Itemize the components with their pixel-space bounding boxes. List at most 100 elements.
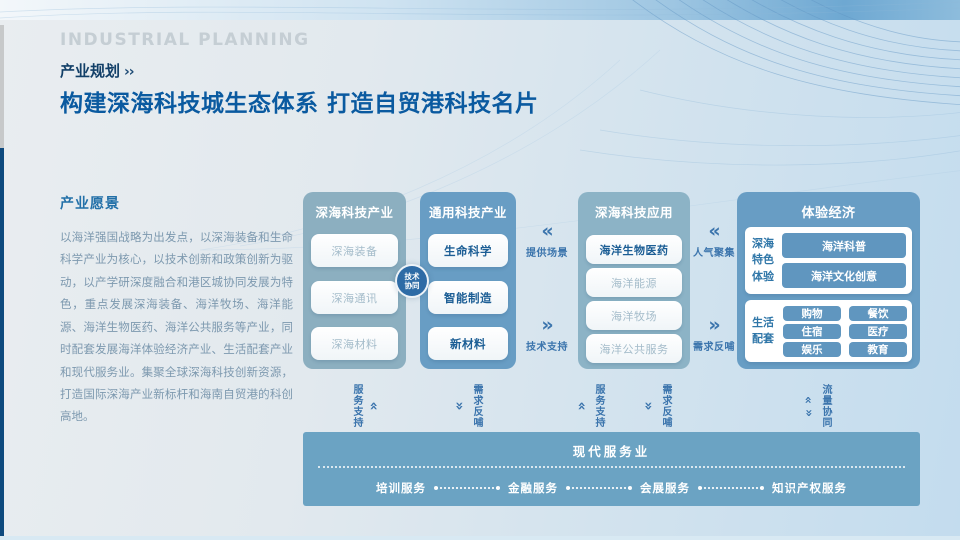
top-wave-band (0, 0, 960, 20)
item-box: 海洋生物医药 (586, 235, 682, 264)
chevron-down-icon: « (640, 401, 657, 411)
dotted-connector (698, 486, 764, 490)
item-box: 海洋能源 (586, 268, 682, 297)
item-box: 深海材料 (311, 327, 398, 360)
dotted-divider (318, 466, 905, 468)
vertical-arrow-label: 流量协同 (820, 384, 831, 428)
english-watermark: INDUSTRIAL PLANNING (60, 30, 310, 50)
column-experience-economy: 体验经济 深海特色体验 海洋科普 海洋文化创意 生活配套 购物 餐饮 住宿 医疗… (737, 192, 920, 369)
column-general-tech-industry: 通用科技产业 生命科学 智能制造 新材料 (420, 192, 516, 369)
vertical-arrow-label: 需求反哺 (471, 384, 482, 428)
item-box: 海洋公共服务 (586, 334, 682, 363)
item-box: 深海通讯 (311, 281, 398, 314)
pill-label: 餐饮 (867, 308, 889, 320)
vertical-arrow-service-support-1: 服务支持 « (349, 382, 382, 430)
service-item: 会展服务 (640, 481, 690, 495)
item-label: 海洋生物医药 (599, 243, 669, 257)
experience-pill: 娱乐 (783, 342, 841, 357)
section-arrows-icon: ›› (124, 64, 135, 80)
pill-label: 海洋科普 (822, 239, 866, 253)
vertical-arrow-label: 服务支持 (593, 384, 604, 428)
flow-arrow-popularity-gathering: « 人气聚集 (679, 220, 749, 260)
bottom-edge-strip (0, 536, 960, 540)
column-title: 深海科技产业 (315, 205, 394, 220)
chevron-left-icon: « (708, 220, 720, 242)
chevron-up-icon: « (573, 401, 590, 411)
group-label: 生活配套 (752, 315, 774, 346)
page-title: 构建深海科技城生态体系 打造自贸港科技名片 (60, 91, 539, 117)
vision-heading: 产业愿景 (60, 196, 120, 212)
column-title: 深海科技应用 (594, 205, 673, 220)
left-edge-gray-strip (0, 25, 4, 148)
item-label: 智能制造 (444, 290, 492, 305)
item-box: 生命科学 (428, 234, 508, 267)
flow-arrow-label: 需求反哺 (693, 342, 735, 353)
experience-group-deep-sea: 深海特色体验 海洋科普 海洋文化创意 (745, 227, 912, 294)
services-row: 培训服务 金融服务 会展服务 知识产权服务 (303, 476, 920, 500)
vertical-arrow-traffic-synergy: « « 流量协同 (801, 382, 833, 430)
chevron-right-icon: » (541, 314, 553, 336)
column-title: 体验经济 (801, 206, 856, 221)
pill-label: 医疗 (867, 326, 889, 338)
chevron-down-icon: « (451, 401, 468, 411)
section-label-text: 产业规划 (60, 62, 121, 80)
experience-pill: 教育 (849, 342, 907, 357)
flow-arrow-demand-feedback: » 需求反哺 (679, 314, 749, 354)
experience-pill: 住宿 (783, 324, 841, 339)
experience-pill: 餐饮 (849, 306, 907, 321)
service-item: 知识产权服务 (772, 481, 847, 495)
vertical-arrow-label: 服务支持 (351, 384, 362, 428)
service-item: 培训服务 (376, 481, 426, 495)
item-box: 海洋牧场 (586, 301, 682, 330)
column-deep-sea-tech-industry: 深海科技产业 深海装备 深海通讯 深海材料 (303, 192, 406, 369)
experience-pill: 海洋科普 (782, 233, 906, 258)
section-label: 产业规划›› (60, 60, 135, 81)
vertical-arrow-label: 需求反哺 (660, 384, 671, 428)
badge-line2: 协同 (404, 281, 420, 290)
column-deep-sea-tech-application: 深海科技应用 海洋生物医药 海洋能源 海洋牧场 海洋公共服务 (578, 192, 690, 369)
chevron-up-icon: « (365, 401, 382, 411)
item-label: 生命科学 (444, 243, 492, 258)
experience-pill: 海洋文化创意 (782, 263, 906, 288)
item-box: 深海装备 (311, 234, 398, 267)
chevron-up-down-icons: « « (801, 394, 816, 419)
badge-line1: 技术 (404, 271, 420, 281)
flow-arrow-provide-scenarios: « 提供场景 (512, 220, 582, 260)
item-box: 新材料 (428, 327, 508, 360)
pill-label: 住宿 (801, 326, 823, 338)
tech-synergy-badge: 技术 协同 (395, 264, 429, 298)
chevron-down-icon: « (801, 408, 816, 417)
experience-pill: 医疗 (849, 324, 907, 339)
item-label: 深海装备 (331, 244, 378, 258)
pill-label: 教育 (867, 344, 889, 356)
flow-arrow-label: 人气聚集 (693, 248, 735, 259)
item-label: 深海材料 (331, 337, 378, 351)
item-label: 深海通讯 (331, 291, 378, 305)
flow-arrow-label: 技术支持 (526, 342, 568, 353)
group-label: 深海特色体验 (752, 236, 774, 283)
vertical-arrow-demand-feedback-2: « 需求反哺 (641, 382, 673, 430)
pill-label: 购物 (801, 308, 823, 320)
dotted-connector (434, 486, 500, 490)
item-label: 海洋能源 (611, 276, 657, 290)
modern-services-bar: 现代服务业 培训服务 金融服务 会展服务 知识产权服务 (303, 432, 920, 506)
flow-arrow-label: 提供场景 (526, 248, 568, 259)
pill-label: 海洋文化创意 (811, 269, 877, 283)
item-label: 海洋公共服务 (599, 342, 669, 356)
vision-paragraph: 以海洋强国战略为出发点，以深海装备和生命科学产业为核心，以技术创新和政策创新为驱… (60, 230, 293, 424)
dotted-connector (566, 486, 632, 490)
pill-label: 娱乐 (801, 344, 823, 356)
vertical-arrow-demand-feedback-1: « 需求反哺 (452, 382, 484, 430)
column-title: 通用科技产业 (428, 205, 507, 220)
item-label: 新材料 (450, 336, 486, 351)
left-edge-navy-strip (0, 148, 4, 540)
chevron-right-icon: » (708, 314, 720, 336)
item-box: 智能制造 (428, 281, 508, 314)
item-label: 海洋牧场 (611, 309, 657, 323)
service-item: 金融服务 (508, 481, 558, 495)
experience-group-living: 生活配套 购物 餐饮 住宿 医疗 娱乐 教育 (745, 300, 912, 362)
services-bar-title: 现代服务业 (572, 444, 651, 459)
chevron-left-icon: « (541, 220, 553, 242)
experience-pill: 购物 (783, 306, 841, 321)
